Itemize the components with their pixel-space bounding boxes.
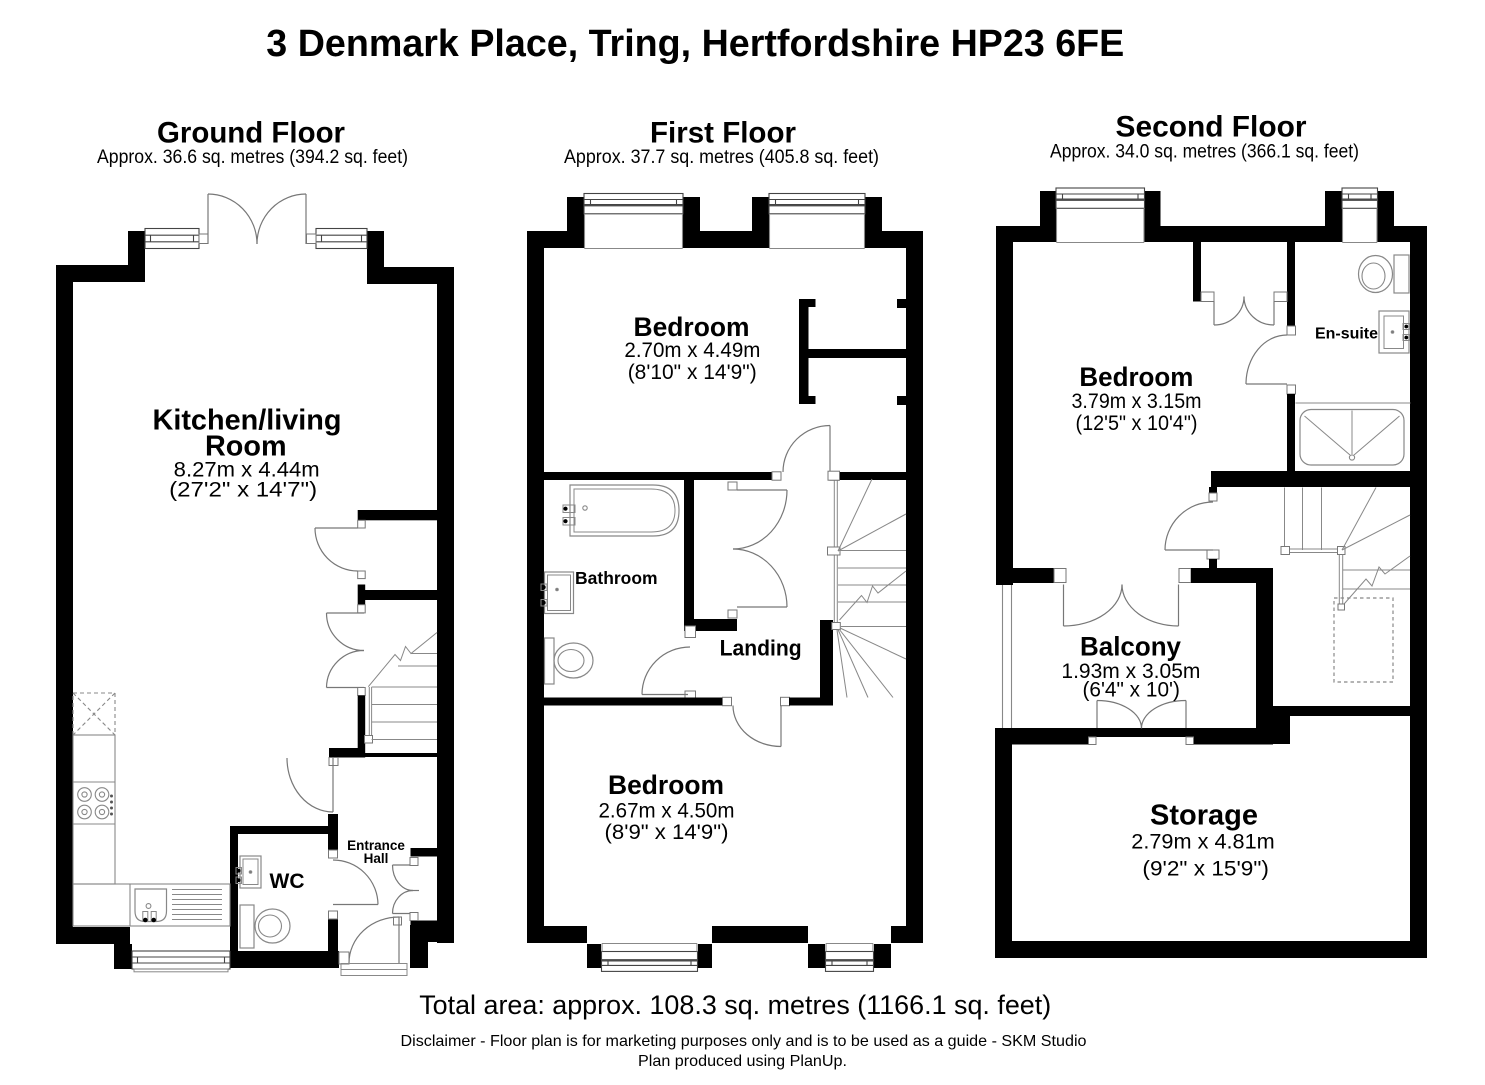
- svg-text:Approx. 34.0 sq. metres (366.1: Approx. 34.0 sq. metres (366.1 sq. feet): [1050, 142, 1359, 163]
- svg-text:8.27m x 4.44m: 8.27m x 4.44m: [174, 458, 320, 482]
- svg-text:3.79m x 3.15m: 3.79m x 3.15m: [1072, 390, 1202, 413]
- svg-text:WC: WC: [270, 870, 305, 893]
- svg-text:Approx. 36.6 sq. metres (394.2: Approx. 36.6 sq. metres (394.2 sq. feet): [97, 147, 408, 168]
- svg-text:(8'9" x 14'9"): (8'9" x 14'9"): [605, 821, 729, 844]
- svg-text:Bathroom: Bathroom: [575, 568, 658, 588]
- svg-text:Disclaimer - Floor plan is for: Disclaimer - Floor plan is for marketing…: [401, 1033, 1087, 1050]
- svg-text:(27'2" x 14'7"): (27'2" x 14'7"): [169, 478, 317, 502]
- svg-text:Total area: approx. 108.3 sq.: Total area: approx. 108.3 sq. metres (11…: [419, 990, 1051, 1020]
- svg-text:2.79m x 4.81m: 2.79m x 4.81m: [1131, 830, 1275, 854]
- svg-text:Second Floor: Second Floor: [1116, 111, 1308, 144]
- svg-text:Hall: Hall: [364, 851, 389, 866]
- svg-text:Plan produced using PlanUp.: Plan produced using PlanUp.: [638, 1053, 847, 1070]
- svg-text:Ground Floor: Ground Floor: [157, 117, 346, 150]
- svg-text:1.93m x 3.05m: 1.93m x 3.05m: [1061, 660, 1200, 683]
- svg-text:Bedroom: Bedroom: [634, 312, 750, 342]
- svg-text:Landing: Landing: [720, 635, 802, 660]
- svg-text:Bedroom: Bedroom: [608, 770, 724, 800]
- svg-text:(8'10" x 14'9"): (8'10" x 14'9"): [628, 361, 757, 384]
- svg-text:Balcony: Balcony: [1080, 632, 1181, 662]
- svg-text:2.67m x 4.50m: 2.67m x 4.50m: [599, 800, 735, 823]
- svg-text:Storage: Storage: [1150, 800, 1258, 832]
- svg-text:Approx. 37.7 sq. metres (405.8: Approx. 37.7 sq. metres (405.8 sq. feet): [564, 147, 879, 168]
- svg-text:(9'2" x 15'9"): (9'2" x 15'9"): [1142, 857, 1269, 881]
- svg-text:Bedroom: Bedroom: [1079, 362, 1193, 392]
- svg-text:Room: Room: [205, 431, 287, 463]
- svg-text:2.70m x 4.49m: 2.70m x 4.49m: [624, 339, 760, 362]
- svg-text:En-suite: En-suite: [1315, 326, 1378, 343]
- svg-text:(12'5" x 10'4"): (12'5" x 10'4"): [1076, 412, 1198, 435]
- svg-text:Entrance: Entrance: [347, 838, 405, 853]
- svg-text:3 Denmark Place, Tring, Hertfo: 3 Denmark Place, Tring, Hertfordshire HP…: [266, 23, 1124, 65]
- svg-text:First Floor: First Floor: [650, 117, 797, 150]
- svg-text:(6'4" x 10'): (6'4" x 10'): [1082, 679, 1180, 702]
- svg-text:Kitchen/living: Kitchen/living: [153, 405, 342, 437]
